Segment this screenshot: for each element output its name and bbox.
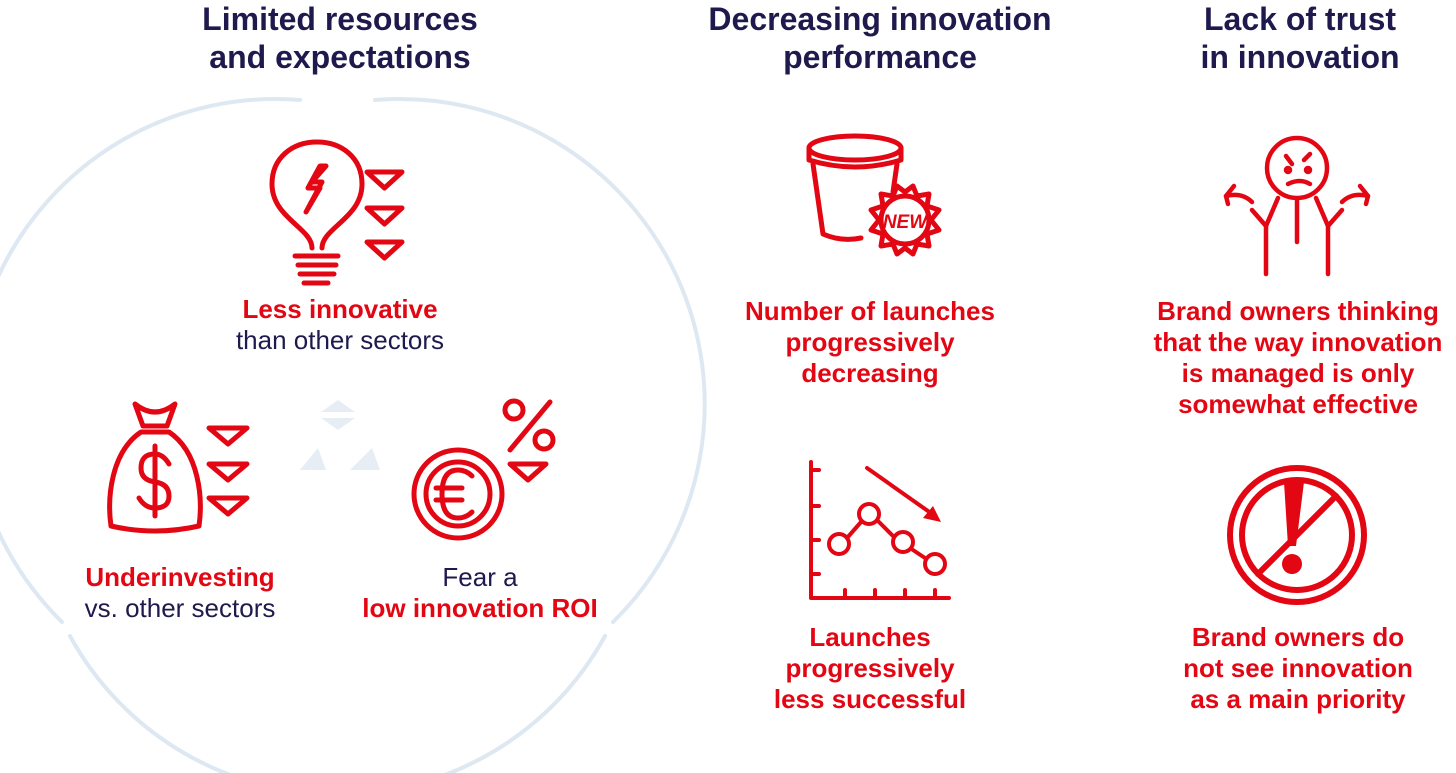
column-heading-lack-of-trust: Lack of trust in innovation: [1200, 1, 1400, 75]
column-heading-decreasing-performance: Decreasing innovation performance: [708, 1, 1052, 75]
new-badge-label: NEW: [883, 212, 929, 233]
new-product-cup-icon: NEW: [806, 133, 942, 257]
column-heading-limited-resources: Limited resources and expectations: [202, 1, 478, 75]
money-bag-icon: [107, 401, 250, 534]
cycle-arrows-icon: [300, 400, 380, 470]
caption-somewhat-effective: Brand owners thinking that the way innov…: [1153, 296, 1443, 419]
euro-coin-icon: [411, 398, 556, 541]
caption-launches-less-successful: Launches progressively less successful: [773, 622, 967, 714]
lightbulb-icon: [269, 139, 405, 286]
declining-chart-icon: [809, 460, 951, 600]
caption-not-main-priority: Brand owners do not see innovation as a …: [1183, 622, 1413, 714]
caption-fear-low-roi: Fear a low innovation ROI: [362, 562, 598, 623]
prohibited-exclamation-icon: [1227, 465, 1367, 605]
caption-underinvesting: Underinvesting vs. other sectors: [84, 562, 276, 623]
caption-less-innovative: Less innovative than other sectors: [235, 294, 445, 355]
shrugging-person-icon: [1223, 135, 1371, 277]
caption-launches-decreasing: Number of launches progressively decreas…: [745, 296, 995, 388]
